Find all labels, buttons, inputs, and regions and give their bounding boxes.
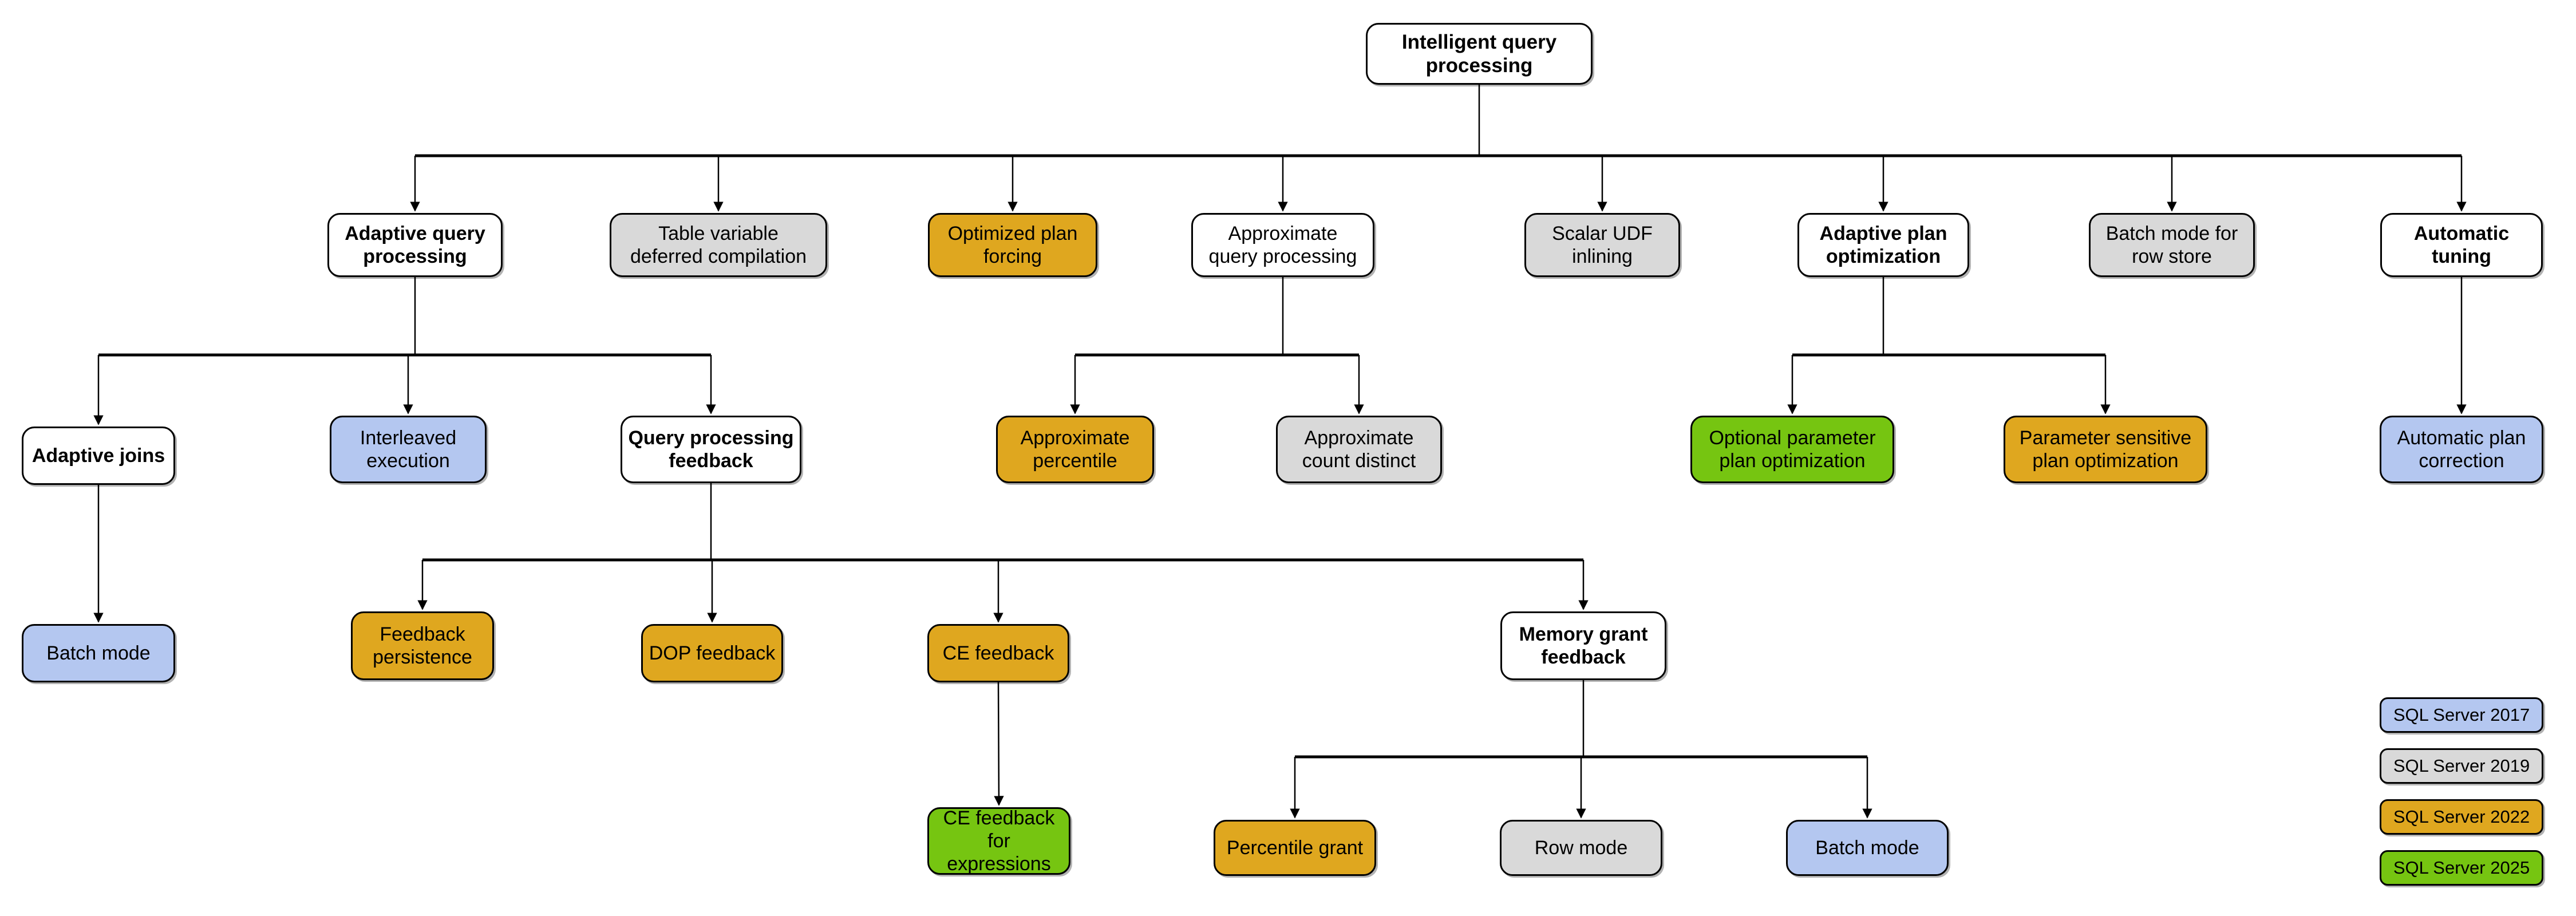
node-label: Batch mode <box>46 642 151 664</box>
node-pctgrant[interactable]: Percentile grant <box>1214 820 1376 876</box>
node-aqp[interactable]: Adaptive query processing <box>327 213 503 277</box>
node-udf[interactable]: Scalar UDF inlining <box>1524 213 1680 277</box>
node-root[interactable]: Intelligent query processing <box>1366 23 1593 85</box>
node-apc[interactable]: Automatic plan correction <box>2380 416 2543 483</box>
node-label: Query processing feedback <box>628 427 794 472</box>
node-label: Batch mode <box>1815 836 1919 859</box>
node-cefbexpr[interactable]: CE feedback for expressions <box>927 807 1070 875</box>
node-bmrs[interactable]: Batch mode for row store <box>2089 213 2255 277</box>
node-label: Adaptive plan optimization <box>1819 222 1947 267</box>
node-label: Automatic plan correction <box>2397 427 2526 472</box>
node-approxqp[interactable]: Approximate query processing <box>1191 213 1374 277</box>
node-label: Optimized plan forcing <box>947 222 1078 267</box>
node-label: CE feedback <box>942 642 1054 664</box>
node-label: Percentile grant <box>1226 836 1364 859</box>
legend-item-0: SQL Server 2017 <box>2380 697 2543 733</box>
node-cefb[interactable]: CE feedback <box>927 624 1069 682</box>
node-label: CE feedback for expressions <box>943 807 1055 875</box>
node-label: Adaptive query processing <box>345 222 485 267</box>
node-label: Feedback persistence <box>373 623 472 668</box>
node-approxcd[interactable]: Approximate count distinct <box>1276 416 1442 483</box>
node-label: Optional parameter plan optimization <box>1709 427 1876 472</box>
node-label: Row mode <box>1534 836 1628 859</box>
node-label: Scalar UDF inlining <box>1552 222 1653 267</box>
node-label: Memory grant feedback <box>1519 623 1648 668</box>
node-label: Approximate percentile <box>1020 427 1130 472</box>
node-label: Batch mode for row store <box>2105 222 2238 267</box>
node-label: Parameter sensitive plan optimization <box>2019 427 2192 472</box>
node-apo[interactable]: Adaptive plan optimization <box>1797 213 1969 277</box>
node-label: Intelligent query processing <box>1401 30 1557 77</box>
node-label: Adaptive joins <box>31 444 165 467</box>
legend-label: SQL Server 2022 <box>2393 807 2530 827</box>
node-rowmode[interactable]: Row mode <box>1500 820 1662 876</box>
node-oppo[interactable]: Optional parameter plan optimization <box>1690 416 1894 483</box>
node-batchmode1[interactable]: Batch mode <box>22 624 175 682</box>
node-label: Approximate query processing <box>1208 222 1357 267</box>
node-approxpct[interactable]: Approximate percentile <box>996 416 1154 483</box>
node-interleaved[interactable]: Interleaved execution <box>330 416 487 483</box>
node-label: Approximate count distinct <box>1302 427 1416 472</box>
legend-item-2: SQL Server 2022 <box>2380 799 2543 835</box>
node-batchmode2[interactable]: Batch mode <box>1786 820 1949 876</box>
node-fbpersist[interactable]: Feedback persistence <box>351 611 494 680</box>
node-autotune[interactable]: Automatic tuning <box>2380 213 2543 277</box>
legend-label: SQL Server 2019 <box>2393 756 2530 776</box>
node-qpf[interactable]: Query processing feedback <box>621 416 801 483</box>
legend-item-3: SQL Server 2025 <box>2380 850 2543 886</box>
legend-item-1: SQL Server 2019 <box>2380 748 2543 784</box>
node-adjoins[interactable]: Adaptive joins <box>22 427 175 485</box>
node-label: Table variable deferred compilation <box>630 222 807 267</box>
legend-label: SQL Server 2017 <box>2393 705 2530 725</box>
node-dopfb[interactable]: DOP feedback <box>641 624 783 682</box>
node-label: Interleaved execution <box>359 427 457 472</box>
node-label: Automatic tuning <box>2413 222 2510 267</box>
node-mgf[interactable]: Memory grant feedback <box>1500 611 1666 680</box>
node-tvdc[interactable]: Table variable deferred compilation <box>610 213 827 277</box>
node-opf[interactable]: Optimized plan forcing <box>928 213 1097 277</box>
legend-label: SQL Server 2025 <box>2393 858 2530 878</box>
node-label: DOP feedback <box>649 642 776 664</box>
node-pspo[interactable]: Parameter sensitive plan optimization <box>2004 416 2207 483</box>
